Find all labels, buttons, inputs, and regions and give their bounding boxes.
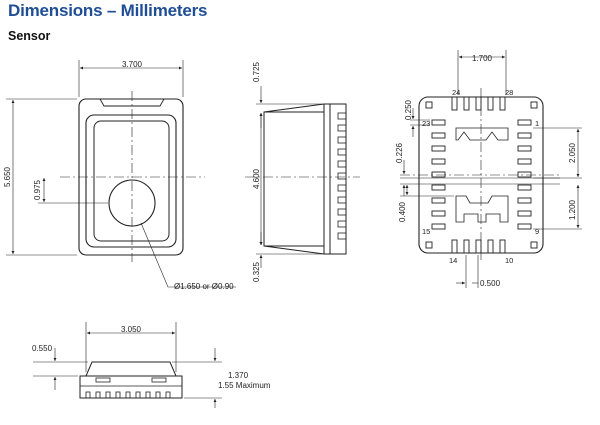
- pinout-right-upper-label: 2.050: [568, 142, 577, 163]
- pin-label-10: 10: [505, 256, 513, 265]
- front-port-leader: [140, 222, 236, 288]
- pinout-corner-pads: [425, 101, 538, 249]
- pin-label-23: 23: [422, 119, 430, 128]
- pin-label-14: 14: [449, 256, 457, 265]
- pinout-bottom-pins: [451, 239, 506, 254]
- side-pads: [337, 112, 347, 240]
- front-lid-inner: [93, 120, 170, 242]
- pinout-left-lower-label: 0.400: [398, 201, 407, 222]
- bottom-top-label: 0.550: [32, 344, 53, 353]
- pinout-pitch-top-label: 0.250: [404, 99, 413, 120]
- bottom-height-label: 1.370: [228, 371, 249, 380]
- front-view: 3.700 5.650 0.975 Ø1.650 or Ø0.90: [3, 60, 236, 291]
- pinout-left-pins: [431, 119, 446, 230]
- side-edge-top: [263, 103, 325, 113]
- side-height-label: 4.600: [252, 168, 261, 189]
- pinout-view: 1.700 0.250 0.226 0.400 2.050 1.200 0.50…: [395, 50, 582, 288]
- section-title: Sensor: [8, 29, 51, 43]
- pinout-center-pad-upper: [455, 127, 509, 141]
- pinout-right-pins: [517, 119, 532, 230]
- pin-label-9: 9: [535, 227, 539, 236]
- bottom-max-note: 1.55 Maximum: [218, 381, 271, 390]
- pin-label-28: 28: [505, 88, 513, 97]
- pinout-bottom-pitch-label: 0.500: [480, 279, 501, 288]
- page-title: Dimensions – Millimeters: [8, 1, 208, 20]
- bottom-pads: [85, 377, 171, 399]
- pinout-center-offset-label: 0.226: [395, 142, 404, 163]
- side-edge-bottom: [263, 245, 325, 255]
- pin-label-24: 24: [452, 88, 460, 97]
- side-body: [263, 111, 325, 247]
- pinout-top-width-label: 1.700: [472, 54, 493, 63]
- front-height-label: 5.650: [3, 166, 12, 187]
- pin-label-1: 1: [535, 119, 539, 128]
- bottom-width-label: 3.050: [121, 325, 142, 334]
- bottom-substrate: [79, 375, 183, 399]
- front-offset-label: 0.975: [33, 179, 42, 200]
- side-bottom-label: 0.325: [252, 261, 261, 282]
- side-view: 0.725 4.600 0.325: [245, 61, 360, 282]
- front-port-callout: Ø1.650 or Ø0.90: [174, 282, 234, 291]
- pinout-top-pins: [451, 96, 506, 111]
- front-lid-outer: [85, 114, 177, 248]
- bottom-lid-profile: [85, 361, 177, 377]
- front-width-label: 3.700: [122, 60, 143, 69]
- pin-label-15: 15: [422, 227, 430, 236]
- bottom-view: 3.050 0.550 1.370 1.55 Maximum: [32, 322, 271, 408]
- pinout-center-pad-lower: [455, 195, 509, 223]
- side-top-label: 0.725: [252, 61, 261, 82]
- pinout-right-lower-label: 1.200: [568, 199, 577, 220]
- side-substrate: [323, 103, 331, 255]
- front-body-outline: [78, 98, 184, 256]
